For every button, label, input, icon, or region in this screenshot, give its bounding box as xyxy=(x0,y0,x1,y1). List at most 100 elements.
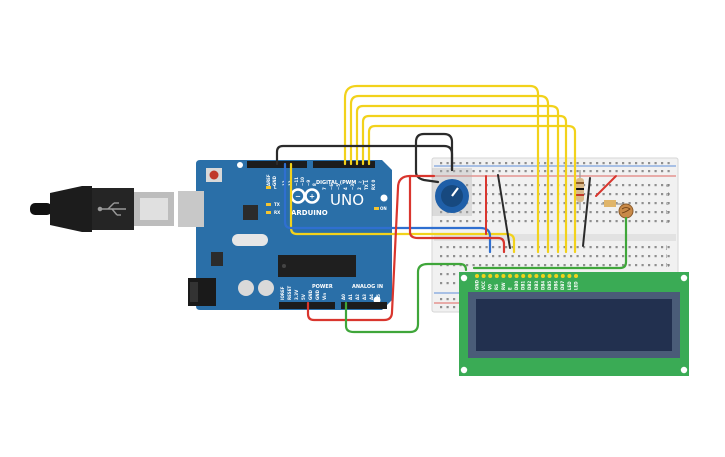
breadboard-hole[interactable] xyxy=(531,264,534,267)
breadboard-hole[interactable] xyxy=(466,170,469,173)
breadboard-hole[interactable] xyxy=(654,255,657,258)
breadboard-hole[interactable] xyxy=(615,211,618,214)
breadboard-hole[interactable] xyxy=(446,170,449,173)
breadboard-hole[interactable] xyxy=(563,202,566,205)
breadboard-hole[interactable] xyxy=(479,193,482,196)
breadboard-hole[interactable] xyxy=(453,282,456,285)
breadboard-hole[interactable] xyxy=(628,184,631,187)
breadboard-hole[interactable] xyxy=(544,170,547,173)
lcd-pin-pad[interactable] xyxy=(547,274,552,278)
breadboard-hole[interactable] xyxy=(589,193,592,196)
breadboard-hole[interactable] xyxy=(440,246,443,249)
usb-cable[interactable] xyxy=(30,186,174,232)
breadboard-hole[interactable] xyxy=(531,211,534,214)
lcd-pin-pad[interactable] xyxy=(508,274,512,278)
wires[interactable] xyxy=(275,84,628,334)
breadboard-hole[interactable] xyxy=(570,264,573,267)
breadboard-hole[interactable] xyxy=(479,211,482,214)
breadboard-hole[interactable] xyxy=(524,264,527,267)
breadboard-hole[interactable] xyxy=(459,220,462,223)
breadboard-hole[interactable] xyxy=(511,170,514,173)
breadboard-hole[interactable] xyxy=(583,220,586,223)
breadboard-hole[interactable] xyxy=(544,193,547,196)
breadboard-hole[interactable] xyxy=(596,264,599,267)
breadboard-hole[interactable] xyxy=(648,220,651,223)
breadboard-hole[interactable] xyxy=(602,162,605,165)
breadboard-hole[interactable] xyxy=(544,255,547,258)
breadboard-hole[interactable] xyxy=(492,211,495,214)
breadboard-hole[interactable] xyxy=(466,264,469,267)
breadboard-hole[interactable] xyxy=(622,170,625,173)
breadboard-hole[interactable] xyxy=(609,184,612,187)
breadboard-hole[interactable] xyxy=(472,220,475,223)
breadboard-hole[interactable] xyxy=(492,202,495,205)
breadboard-hole[interactable] xyxy=(628,255,631,258)
breadboard-hole[interactable] xyxy=(492,162,495,165)
breadboard-hole[interactable] xyxy=(440,162,443,165)
breadboard-hole[interactable] xyxy=(505,202,508,205)
wire-black-jumper[interactable] xyxy=(582,177,591,247)
breadboard-hole[interactable] xyxy=(505,246,508,249)
breadboard-hole[interactable] xyxy=(563,162,566,165)
breadboard-hole[interactable] xyxy=(641,162,644,165)
breadboard-hole[interactable] xyxy=(472,184,475,187)
breadboard-hole[interactable] xyxy=(518,220,521,223)
breadboard-hole[interactable] xyxy=(524,255,527,258)
breadboard-hole[interactable] xyxy=(459,162,462,165)
breadboard-hole[interactable] xyxy=(602,264,605,267)
breadboard-hole[interactable] xyxy=(492,184,495,187)
breadboard-hole[interactable] xyxy=(479,170,482,173)
breadboard-hole[interactable] xyxy=(615,162,618,165)
breadboard-hole[interactable] xyxy=(661,162,664,165)
breadboard-hole[interactable] xyxy=(492,264,495,267)
breadboard-hole[interactable] xyxy=(485,246,488,249)
breadboard-hole[interactable] xyxy=(550,255,553,258)
breadboard-hole[interactable] xyxy=(667,202,670,205)
breadboard-hole[interactable] xyxy=(609,170,612,173)
breadboard-hole[interactable] xyxy=(661,202,664,205)
breadboard-hole[interactable] xyxy=(453,220,456,223)
breadboard-hole[interactable] xyxy=(446,298,449,301)
breadboard-hole[interactable] xyxy=(498,211,501,214)
breadboard-hole[interactable] xyxy=(472,202,475,205)
breadboard-hole[interactable] xyxy=(648,170,651,173)
breadboard-hole[interactable] xyxy=(485,264,488,267)
potentiometer[interactable] xyxy=(432,168,472,216)
breadboard-hole[interactable] xyxy=(615,220,618,223)
breadboard-hole[interactable] xyxy=(576,220,579,223)
breadboard-hole[interactable] xyxy=(472,162,475,165)
breadboard-hole[interactable] xyxy=(505,162,508,165)
breadboard-hole[interactable] xyxy=(505,170,508,173)
breadboard-hole[interactable] xyxy=(550,202,553,205)
breadboard-hole[interactable] xyxy=(596,220,599,223)
breadboard-hole[interactable] xyxy=(576,255,579,258)
breadboard-hole[interactable] xyxy=(479,246,482,249)
lcd-pin-pad[interactable] xyxy=(554,274,559,278)
breadboard-hole[interactable] xyxy=(609,246,612,249)
breadboard-hole[interactable] xyxy=(661,170,664,173)
breadboard-hole[interactable] xyxy=(459,170,462,173)
lcd-pin-pad[interactable] xyxy=(501,274,506,278)
breadboard-hole[interactable] xyxy=(602,211,605,214)
breadboard-hole[interactable] xyxy=(531,220,534,223)
breadboard-hole[interactable] xyxy=(609,211,612,214)
breadboard-hole[interactable] xyxy=(498,264,501,267)
breadboard-hole[interactable] xyxy=(524,193,527,196)
breadboard-hole[interactable] xyxy=(557,264,560,267)
breadboard-hole[interactable] xyxy=(550,211,553,214)
breadboard-hole[interactable] xyxy=(557,255,560,258)
breadboard-hole[interactable] xyxy=(589,202,592,205)
breadboard-hole[interactable] xyxy=(628,162,631,165)
breadboard-hole[interactable] xyxy=(531,184,534,187)
breadboard-hole[interactable] xyxy=(602,246,605,249)
breadboard-hole[interactable] xyxy=(453,246,456,249)
breadboard-hole[interactable] xyxy=(492,246,495,249)
breadboard-hole[interactable] xyxy=(511,193,514,196)
breadboard-hole[interactable] xyxy=(498,255,501,258)
breadboard-hole[interactable] xyxy=(479,264,482,267)
breadboard-hole[interactable] xyxy=(602,220,605,223)
breadboard-hole[interactable] xyxy=(563,184,566,187)
breadboard-hole[interactable] xyxy=(466,220,469,223)
breadboard-hole[interactable] xyxy=(485,162,488,165)
breadboard-hole[interactable] xyxy=(583,162,586,165)
